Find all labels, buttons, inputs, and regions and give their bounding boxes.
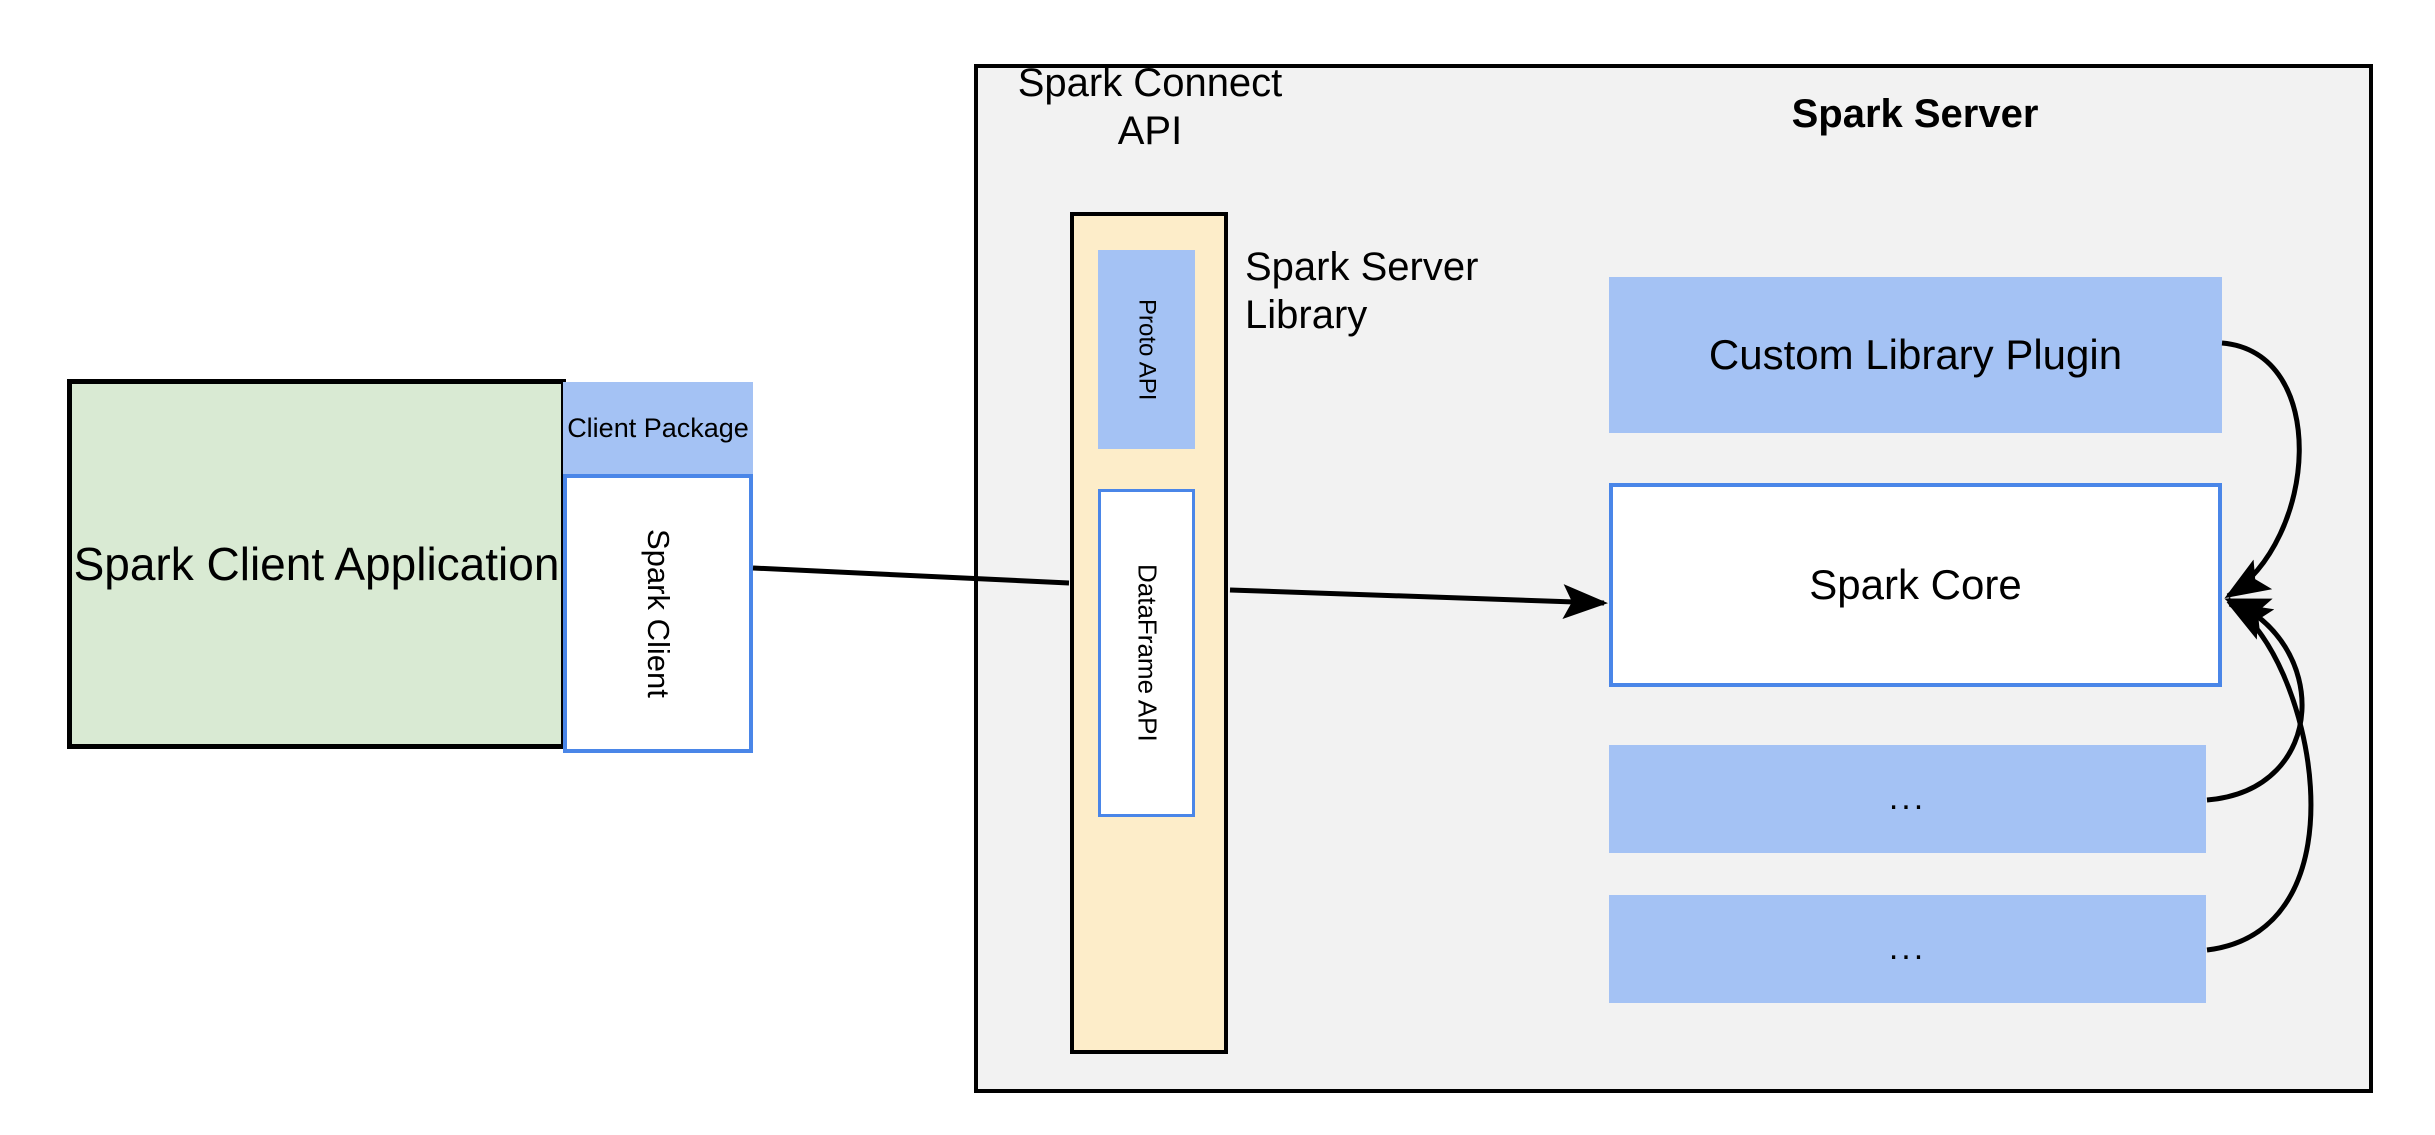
spark-core-box: Spark Core: [1609, 483, 2222, 687]
spark-client-application-box: Spark Client Application: [67, 379, 566, 749]
custom-library-plugin-box: Custom Library Plugin: [1609, 277, 2222, 433]
spark-connect-api-label: Spark Connect API: [1017, 61, 1283, 153]
module-placeholder-box-2: ...: [1609, 895, 2206, 1003]
spark-client-box: Spark Client: [563, 474, 753, 753]
module-placeholder-box-1: ...: [1609, 745, 2206, 853]
spark-server-title: Spark Server: [1791, 92, 2039, 136]
dataframe-api-label: DataFrame API: [1132, 564, 1163, 742]
spark-server-library-label: Spark Server Library: [1245, 245, 1479, 337]
client-package-box: Client Package: [563, 382, 753, 475]
proto-api-label: Proto API: [1133, 298, 1161, 401]
dataframe-api-box: DataFrame API: [1098, 489, 1195, 817]
proto-api-box: Proto API: [1098, 250, 1195, 449]
spark-client-label: Spark Client: [640, 529, 676, 698]
